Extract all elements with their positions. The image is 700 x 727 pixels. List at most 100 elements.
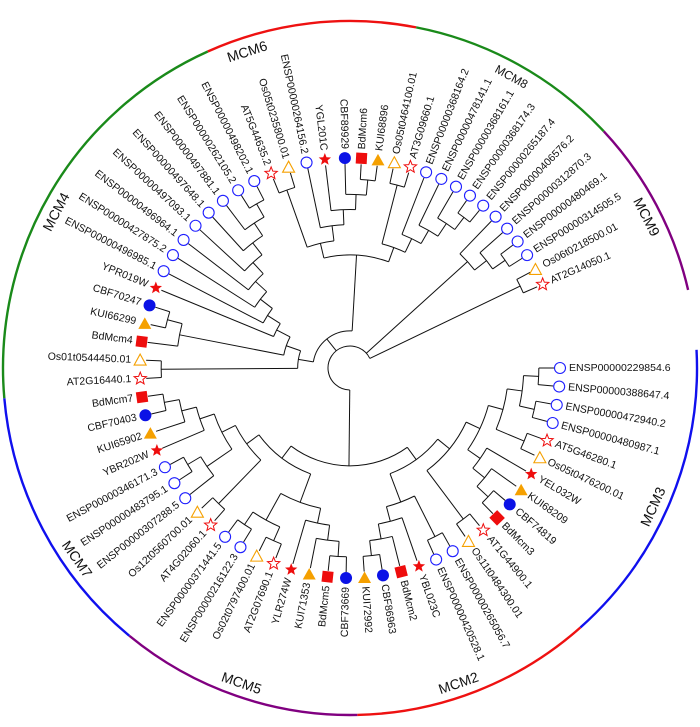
branch-line [385, 506, 391, 522]
branch-line [187, 456, 201, 465]
leaf-symbol-cbf [338, 152, 351, 165]
leaf-symbol-at [475, 522, 491, 537]
branch-line [161, 289, 274, 337]
branch-line [535, 400, 551, 405]
clade-label-mcm3: MCM3 [637, 484, 669, 528]
branch-line [272, 178, 280, 194]
leaf-symbol-at [266, 555, 282, 571]
filled-square-icon [135, 335, 148, 348]
filled-circle-icon [338, 152, 351, 165]
leaf-symbol-human [168, 477, 181, 490]
branch-line [146, 359, 162, 362]
branch-line [348, 389, 351, 466]
hollow-circle-icon [521, 249, 534, 262]
leaf-symbol-human [158, 461, 171, 474]
hollow-circle-icon [420, 166, 433, 179]
branch-line [317, 508, 322, 524]
branch-line [246, 434, 260, 445]
clade-arc-mcm3 [579, 349, 699, 629]
leaf-symbol-at [263, 165, 279, 180]
leaf-label: CBF89929 [337, 99, 350, 150]
branch-line [516, 271, 531, 280]
filled-square-icon [355, 152, 368, 165]
filled-triangle-icon [514, 483, 528, 496]
filled-star-icon [318, 153, 332, 165]
branch-line [252, 262, 264, 275]
branch-line [538, 384, 554, 387]
branch-line [267, 315, 281, 325]
branch-line [179, 471, 193, 481]
branch-line [377, 523, 382, 539]
hollow-circle-icon [234, 541, 247, 554]
leaf-symbol-human [477, 199, 490, 212]
branch-line [437, 223, 447, 237]
leaf-symbol-bd [355, 152, 368, 165]
branch-line [319, 243, 325, 259]
leaf-label: Os01t0544450.01 [47, 351, 131, 366]
leaf-symbol-os [133, 352, 148, 366]
leaf-symbol-human [300, 156, 313, 169]
leaf-symbol-kui [302, 568, 316, 580]
branch-line [344, 164, 347, 195]
branch-line [454, 217, 465, 230]
hollow-star-icon [132, 370, 148, 386]
branch-line [289, 172, 296, 188]
filled-square-icon [394, 564, 408, 579]
branch-line [273, 526, 281, 541]
filled-triangle-icon [138, 317, 152, 329]
leaf-label: CBF70247 [91, 282, 143, 308]
branch-line [326, 338, 337, 352]
branch-line [201, 497, 214, 509]
leaf-label: KUI72992 [359, 586, 374, 634]
leaf-label: YLR274W [270, 576, 295, 625]
clade-arc-mcm5 [128, 634, 358, 717]
leaf-label: BdMcm4 [91, 329, 134, 346]
branch-line [365, 179, 369, 196]
branch-line [369, 540, 372, 556]
branch-line [150, 324, 166, 329]
branch-line [500, 244, 514, 255]
leaf-symbol-kui [138, 317, 152, 329]
leaf-symbol-human [202, 206, 215, 219]
branch-line [508, 257, 523, 267]
hollow-triangle-icon [281, 160, 296, 173]
branch-line [401, 517, 418, 561]
branch-line [206, 448, 233, 467]
branch-line [523, 375, 539, 377]
filled-square-icon [321, 570, 334, 583]
branch-line [199, 229, 245, 272]
branch-line [177, 257, 255, 308]
filled-star-icon [525, 467, 538, 480]
leaf-symbol-yeast [525, 467, 538, 480]
branch-line [155, 421, 186, 432]
branch-line [479, 232, 503, 254]
leaf-label: BdMcm6 [356, 107, 370, 149]
leaf-symbol-human [449, 180, 463, 193]
branch-line [457, 200, 467, 214]
leaf-symbol-os [387, 155, 402, 169]
hollow-circle-icon [300, 156, 313, 169]
branch-line [365, 261, 468, 354]
hollow-circle-icon [166, 249, 179, 262]
hollow-star-icon [203, 517, 219, 532]
branch-line [240, 195, 250, 209]
leaf-symbol-at [539, 432, 555, 448]
hollow-circle-icon [489, 210, 502, 223]
hollow-star-icon [263, 165, 279, 180]
branch-line [256, 203, 265, 218]
branch-line [391, 536, 401, 566]
leaf-label: CBF70403 [86, 411, 138, 434]
filled-circle-icon [503, 498, 516, 511]
filled-square-icon [135, 390, 149, 404]
branch-line [381, 185, 398, 245]
clade-arc-mcm7 [3, 398, 131, 637]
branch-line [244, 511, 254, 525]
branch-line [420, 230, 430, 244]
leaf-symbol-kui [143, 427, 157, 439]
hollow-circle-icon [189, 219, 202, 232]
branch-line [467, 449, 481, 459]
branch-line [355, 194, 357, 210]
clade-arc-mcm9 [602, 130, 690, 291]
leaf-symbol-human [232, 184, 245, 197]
branch-line [459, 220, 492, 255]
